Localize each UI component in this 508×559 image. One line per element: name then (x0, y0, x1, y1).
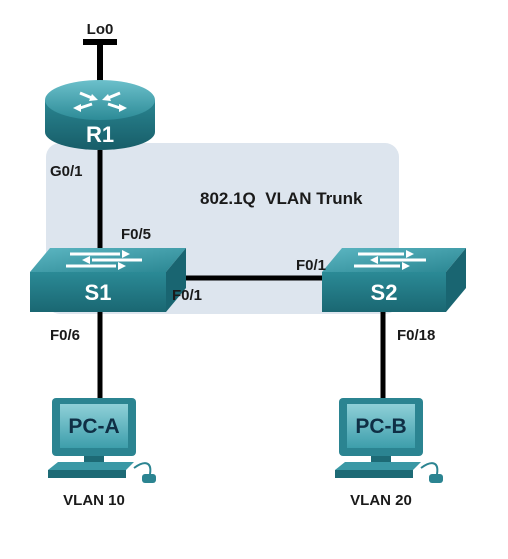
screen-icon (60, 404, 128, 448)
router-loopback-label: Lo0 (87, 21, 114, 38)
pc-b[interactable]: PC-B (335, 398, 443, 483)
s2-port-pc-label: F0/18 (397, 327, 435, 344)
pc-a[interactable]: PC-A (48, 398, 156, 483)
trunk-label: 802.1Q VLAN Trunk (200, 189, 363, 208)
keyboard-icon (335, 462, 421, 470)
router-name: R1 (86, 122, 114, 147)
router-port-label: G0/1 (50, 163, 83, 180)
mouse-cable-icon (420, 462, 439, 475)
router-arrows-icon (73, 91, 127, 112)
router-top-icon (45, 80, 155, 120)
screen-icon (347, 404, 415, 448)
mouse-cable-icon (133, 462, 152, 475)
pc-a-vlan-label: VLAN 10 (63, 492, 125, 509)
pc-b-vlan-label: VLAN 20 (350, 492, 412, 509)
switch-front-icon (322, 272, 446, 312)
keyboard-base-icon (335, 470, 413, 478)
switch-side-icon (166, 248, 186, 312)
keyboard-base-icon (48, 470, 126, 478)
pc-b-name: PC-B (355, 415, 406, 438)
pc-a-name: PC-A (68, 415, 119, 438)
s1-port-pc-label: F0/6 (50, 327, 80, 344)
s2-port-s1-label: F0/1 (296, 257, 326, 274)
s1-port-router-label: F0/5 (121, 226, 151, 243)
switch-s2[interactable]: S2 (322, 248, 466, 312)
mouse-icon (142, 474, 156, 483)
monitor-stand-icon (84, 456, 104, 462)
switch-arrows-icon (354, 250, 426, 270)
switch-arrows-icon (66, 250, 142, 270)
switch-s2-name: S2 (371, 280, 398, 305)
s1-port-s2-label: F0/1 (172, 287, 202, 304)
switch-side-icon (446, 248, 466, 312)
switch-s1-name: S1 (85, 280, 112, 305)
switch-s1[interactable]: S1 (30, 248, 186, 312)
monitor-stand-icon (371, 456, 391, 462)
switch-front-icon (30, 272, 166, 312)
keyboard-icon (48, 462, 134, 470)
mouse-icon (429, 474, 443, 483)
router-r1[interactable]: R1 (45, 80, 155, 150)
